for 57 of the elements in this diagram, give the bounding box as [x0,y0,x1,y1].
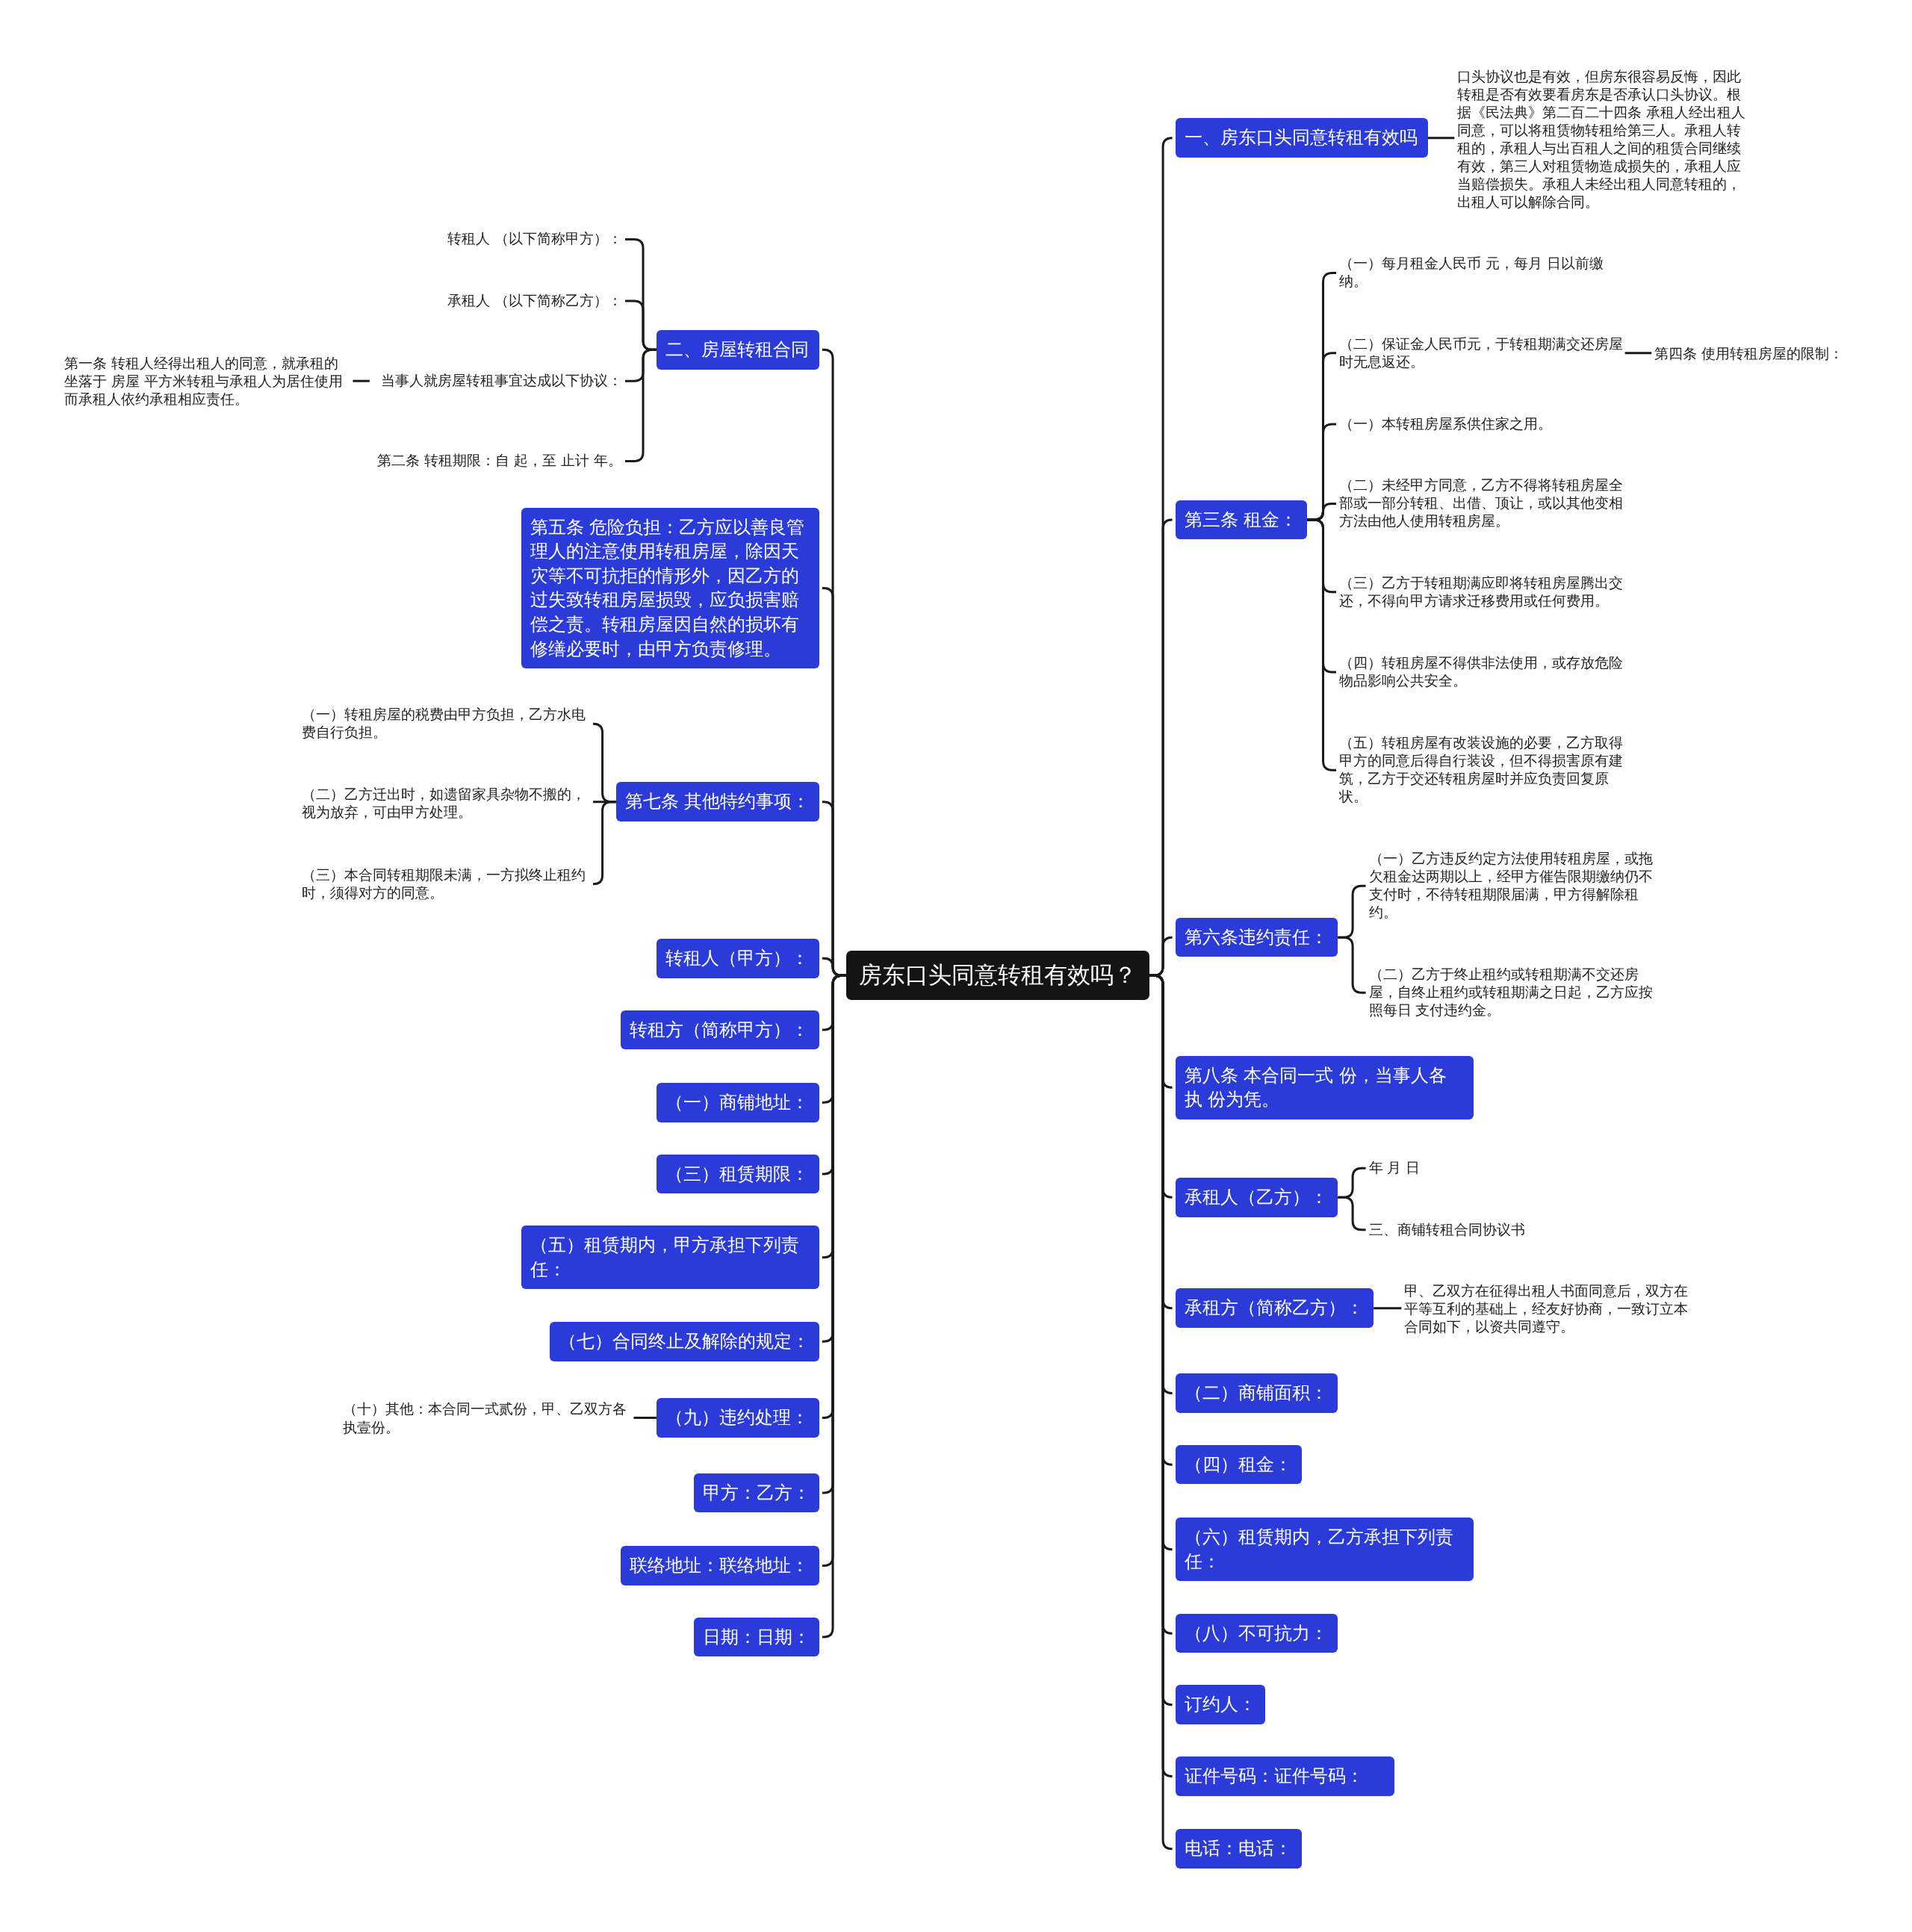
topic-box: （二）商铺面积： [1175,1373,1338,1413]
topic-box: 承租方（简称乙方）： [1175,1288,1374,1328]
topic-box: 证件号码：证件号码： [1175,1756,1395,1796]
note-text: （二）保证金人民币元，于转租期满交还房屋时无息返还。 [1339,335,1625,371]
note-text: （一）乙方违反约定方法使用转租房屋，或拖欠租金达两期以上，经甲方催告限期缴纳仍不支付时，不待转租期限届满，甲方得解除租约。 [1368,850,1657,922]
note-text: 第一条 转租人经得出租人的同意，就承租的坐落于 房屋 平方米转租与承租人为居住使用而承租人依约承租相应责任。 [63,355,350,409]
topic-box: 甲方：乙方： [693,1473,819,1513]
note-text: （一）每月租金人民币 元，每月 日以前缴纳。 [1339,255,1625,291]
note-text: （三）乙方于转租期满应即将转租房屋腾出交还，不得向甲方请求迁移费用或任何费用。 [1339,574,1625,610]
connector-line [1624,352,1652,355]
topic-box: 转租人（甲方）： [657,938,819,978]
note-text: 转租人 （以下简称甲方）： [425,230,622,249]
topic-box: （一）商铺地址： [657,1082,819,1122]
connector-line [633,1416,657,1419]
note-text: 三、商铺转租合同协议书 [1368,1220,1542,1239]
note-text: 第四条 使用转租房屋的限制： [1654,344,1864,363]
topic-box: 二、房屋转租合同 [657,330,819,370]
topic-box: 联络地址：联络地址： [621,1546,819,1585]
note-text: （五）转租房屋有改装设施的必要，乙方取得甲方的同意后得自行装设，但不得损害原有建筑，乙方于交还转租房屋时并应负责回复原状。 [1339,734,1625,807]
topic-box: 第五条 危险负担：乙方应以善良管理人的注意使用转租房屋，除因天灾等不可抗拒的情形外，因乙方的过失致转租房屋损毁，应负损害赔偿之责。转租房屋因自然的损坏有修缮必要时，由甲方负责修理。 [521,507,819,669]
topic-box: 第七条 其他特约事项： [615,782,819,822]
topic-box: （八）不可抗力： [1175,1613,1338,1653]
central-topic-box: 房东口头同意转租有效吗？ [846,951,1149,1001]
connector-line [353,379,370,382]
note-text: 口头协议也是有效，但房东很容易反悔，因此转租是否有效要看房东是否承认口头协议。根据《民法典》第二百二十四条 承租人经出租人同意，可以将租赁物转租给第三人。承租人转租的，承租人与出百租人之间的租赁合同继续有效，第三人对租赁物造成损失的，承租人应当赔偿损失。承租人未经出租人同意转租的，出租人可以解除合同。 [1457,67,1746,212]
topic-box: （三）租赁期限： [657,1154,819,1194]
note-text: （二）乙方于终止租约或转租期满不交还房屋，自终止租约或转租期满之日起，乙方应按照每日 支付违约金。 [1368,966,1657,1020]
connector-line [1374,1307,1402,1310]
topic-box: （九）违约处理： [657,1398,819,1438]
note-text: （十）其他：本合同一式贰份，甲、乙双方各执壹份。 [342,1400,631,1437]
note-text: （二）乙方迁出时，如遗留家具杂物不搬的，视为放弃，可由甲方处理。 [302,786,591,822]
note-text: （四）转租房屋不得供非法使用，或存放危险物品影响公共安全。 [1339,653,1625,690]
note-text: （一）本转租房屋系供住家之用。 [1339,414,1625,433]
note-text: （二）未经甲方同意，乙方不得将转租房屋全部或一部分转租、出借、顶让，或以其他变相方法由他人使用转租房屋。 [1339,476,1625,531]
note-text: （三）本合同转租期限未满，一方拟终止租约时，须得对方的同意。 [302,866,591,902]
topic-box: 转租方（简称甲方）： [621,1010,819,1050]
topic-box: 第三条 租金： [1175,500,1308,540]
note-text: （一）转租房屋的税费由甲方负担，乙方水电费自行负担。 [302,706,591,742]
topic-box: 订约人： [1175,1685,1265,1725]
topic-box: 第八条 本合同一式 份，当事人各执 份为凭。 [1175,1055,1474,1119]
note-text: 承租人 （以下简称乙方）： [425,291,622,310]
connector-line [1338,1196,1366,1231]
topic-box: （七）合同终止及解除的规定： [549,1321,819,1361]
topic-box: （五）租赁期内，甲方承担下列责任： [521,1226,819,1290]
topic-box: 第六条违约责任： [1175,917,1338,957]
topic-box: 承租人（乙方）： [1175,1177,1338,1217]
connector-line [592,801,616,886]
topic-box: 一、房东口头同意转租有效吗 [1175,118,1428,158]
note-text: 第二条 转租期限：自 起，至 止计 年。 [357,452,622,470]
connector-line [1427,137,1455,140]
topic-box: （六）租赁期内，乙方承担下列责任： [1175,1518,1474,1582]
note-text: 甲、乙双方在征得出租人书面同意后，双方在平等互利的基础上，经友好协商，一致订立本合同如下，以资共同遵守。 [1404,1282,1693,1337]
topic-box: （四）租金： [1175,1444,1303,1485]
note-text: 当事人就房屋转租事宜达成以下协议： [369,372,622,391]
topic-box: 电话：电话： [1175,1829,1303,1869]
topic-box: 日期：日期： [693,1617,819,1657]
note-text: 年 月 日 [1368,1159,1443,1178]
